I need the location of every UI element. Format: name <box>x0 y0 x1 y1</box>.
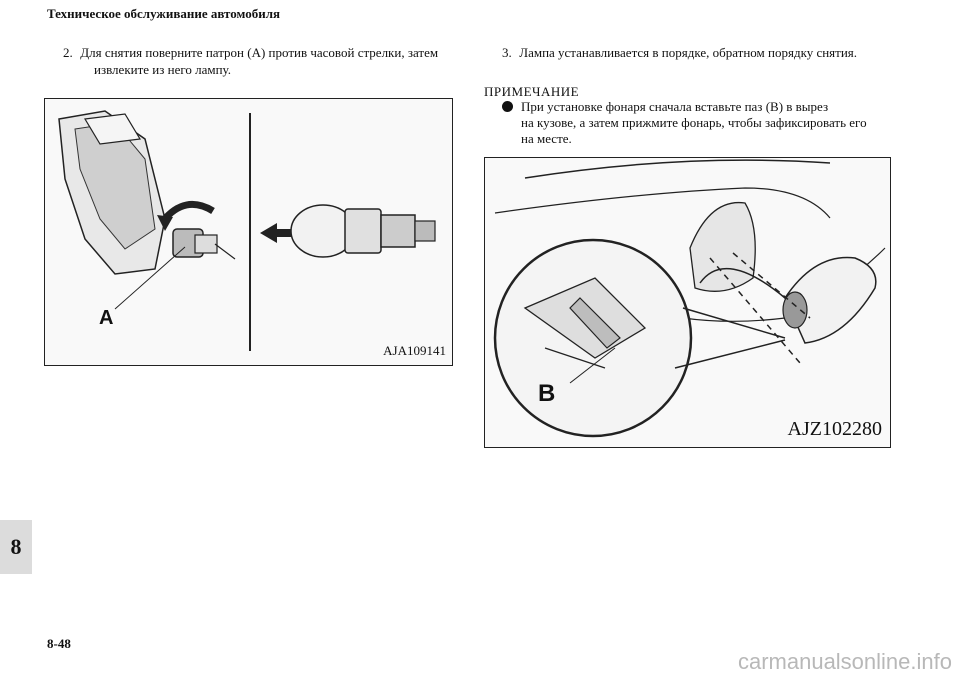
watermark: carmanualsonline.info <box>737 649 952 674</box>
note-line-3: на месте. <box>521 131 572 146</box>
note-line-1-text: При установке фонаря сначала вставьте па… <box>521 99 829 114</box>
note-line-1: При установке фонаря сначала вставьте па… <box>502 99 902 115</box>
socket-removal-illustration <box>58 110 436 351</box>
figure-socket-removal: A AJA109141 <box>44 98 453 366</box>
page-header-title: Техническое обслуживание автомобиля <box>47 6 281 21</box>
note-title: ПРИМЕЧАНИЕ <box>484 84 580 99</box>
callout-a: A <box>99 307 114 329</box>
figure-lamp-installation: B AJZ102280 <box>484 157 891 448</box>
page-number: 8-48 <box>47 636 71 651</box>
step-number: 3. <box>502 45 512 60</box>
step-text-line-2: извлеките из него лампу. <box>94 62 232 77</box>
note-body: При установке фонаря сначала вставьте па… <box>502 99 902 147</box>
figure-code: AJZ102280 <box>787 418 882 440</box>
figure-code: AJA109141 <box>383 343 446 358</box>
callout-b: B <box>538 380 556 407</box>
chapter-tab: 8 <box>0 520 32 574</box>
instruction-step-3: 3. Лампа устанавливается в порядке, обра… <box>502 44 922 61</box>
step-text: Лампа устанавливается в порядке, обратно… <box>519 45 858 60</box>
bullet-icon <box>502 101 513 112</box>
lamp-installation-illustration <box>493 159 886 438</box>
step-number: 2. <box>63 45 73 60</box>
note-line-2: на кузове, а затем прижмите фонарь, чтоб… <box>521 115 867 130</box>
step-text-line-1: Для снятия поверните патрон (A) против ч… <box>80 45 439 60</box>
instruction-step-2: 2. Для снятия поверните патрон (A) проти… <box>63 44 463 78</box>
